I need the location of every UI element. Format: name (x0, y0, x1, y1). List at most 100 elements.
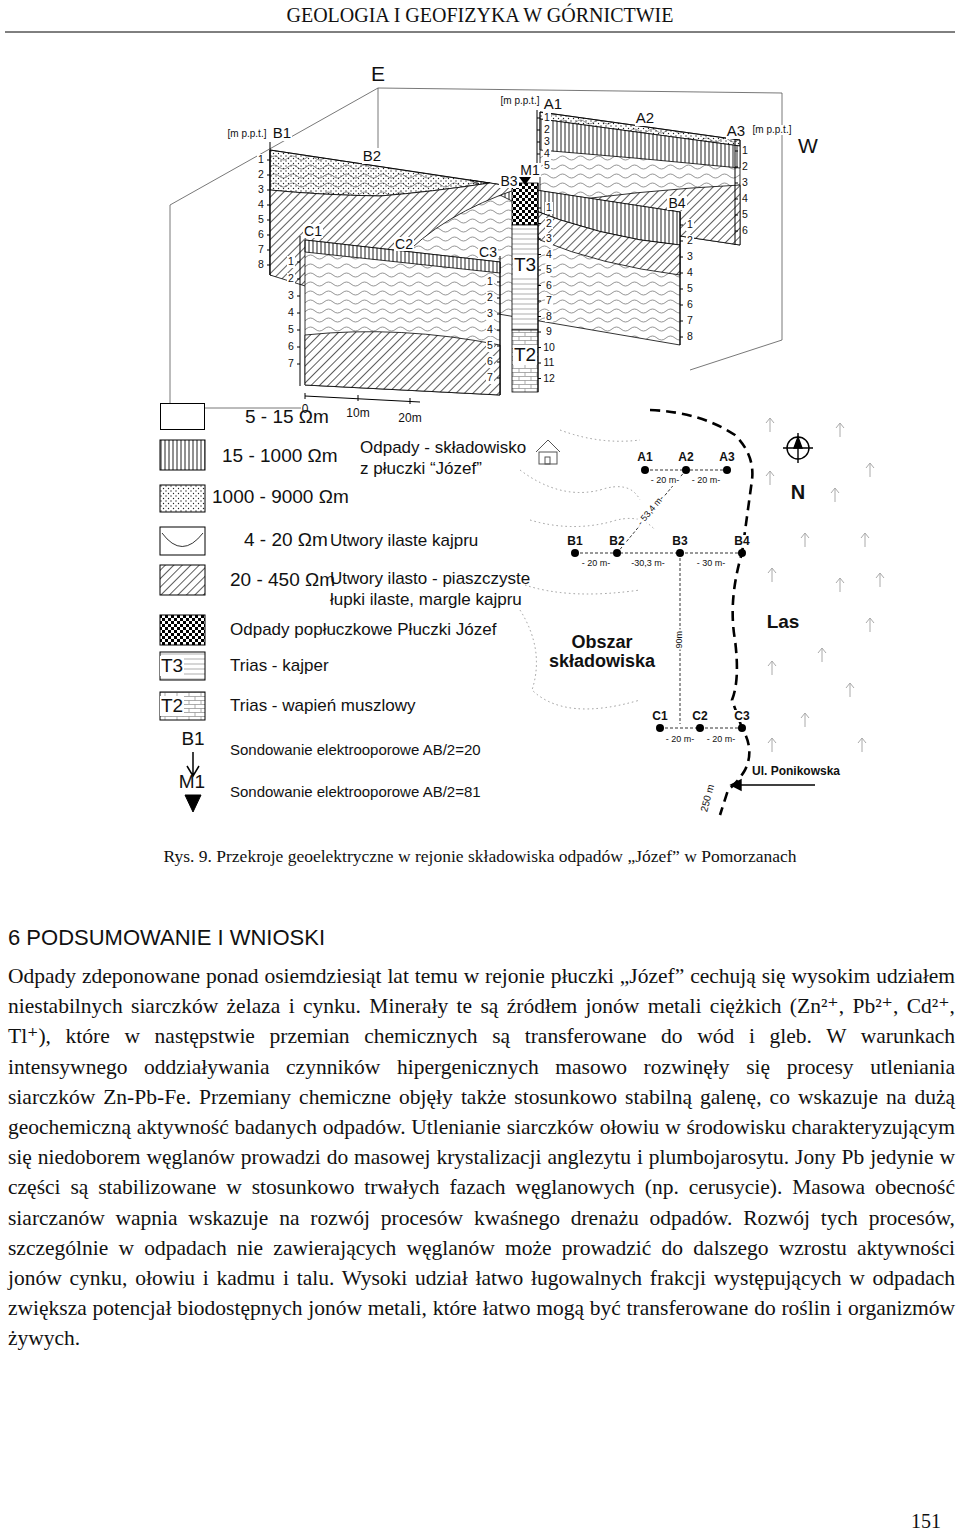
section-label: B1 (272, 125, 292, 141)
depth-number: 6 (287, 341, 295, 352)
section-label: T2 (513, 345, 537, 365)
depth-number: 7 (686, 315, 694, 326)
depth-tick (497, 314, 500, 315)
legend-text: 1000 - 9000 Ωm (212, 486, 349, 508)
section-label: A1 (543, 96, 563, 112)
depth-tick (497, 378, 500, 379)
depth-number: 6 (545, 280, 553, 291)
depth-tick (267, 190, 270, 191)
depth-number: 12 (542, 373, 556, 384)
map-label: A2 (677, 451, 694, 464)
tree-symbol (766, 418, 774, 432)
legend-text: Trias - wapień muszlowy (230, 696, 415, 716)
depth-tick (538, 208, 541, 209)
street-name: Ul. Ponikowska (752, 765, 840, 779)
depth-number: 4 (543, 148, 551, 159)
depth-tick (538, 223, 541, 224)
depth-tick (680, 225, 683, 226)
depth-tick (680, 305, 683, 306)
section-label: [m p.p.t.] (227, 129, 268, 140)
depth-number: 7 (486, 372, 494, 383)
depth-number: 4 (486, 324, 494, 335)
map-label: A1 (636, 451, 653, 464)
map-label: - 53,4 m- (635, 493, 667, 528)
depth-tick (267, 175, 270, 176)
map-label: - 20 m- (581, 559, 612, 568)
legend-description: Utwory ilasto - piaszczyste łupki ilaste… (330, 568, 550, 610)
legend-description: Utwory ilaste kajpru (330, 531, 478, 551)
depth-tick (297, 330, 300, 331)
map-label: - 20 m- (665, 735, 696, 744)
depth-number: 2 (543, 124, 551, 135)
depth-number: 5 (741, 209, 749, 220)
map-label: B3 (671, 535, 688, 548)
depth-axis (735, 138, 736, 245)
depth-number: 3 (257, 184, 265, 195)
tree-symbol (768, 661, 776, 675)
tree-symbol (766, 471, 774, 485)
depth-tick (538, 254, 541, 255)
depth-number: 6 (741, 225, 749, 236)
depth-number: 8 (257, 259, 265, 270)
map-label: C1 (651, 710, 668, 723)
depth-tick (537, 142, 540, 143)
depth-tick (680, 241, 683, 242)
depth-tick (735, 167, 738, 168)
section-label: 20m (397, 412, 422, 425)
depth-tick (267, 160, 270, 161)
depth-tick (538, 332, 541, 333)
legend-text: 5 - 15 Ωm (245, 406, 329, 428)
depth-number: 6 (686, 299, 694, 310)
depth-number: 7 (545, 295, 553, 306)
depth-tick (497, 346, 500, 347)
depth-number: 5 (686, 283, 694, 294)
depth-axis (270, 142, 271, 275)
tree-symbol (801, 533, 809, 547)
legend-text: 15 - 1000 Ωm (222, 445, 338, 467)
section-label: W (797, 135, 819, 157)
depth-tick (680, 257, 683, 258)
depth-number: 3 (287, 290, 295, 301)
section-label: M1 (519, 163, 540, 178)
depth-tick (497, 282, 500, 283)
depth-number: 4 (741, 193, 749, 204)
section-label: A3 (726, 123, 746, 139)
depth-tick (735, 183, 738, 184)
tree-symbol (846, 683, 854, 697)
map-label: C2 (691, 710, 708, 723)
depth-number: 2 (741, 161, 749, 172)
figure-caption: Rys. 9. Przekroje geoelektryczne w rejon… (0, 846, 960, 866)
depth-number: 2 (545, 218, 553, 229)
tree-symbol (801, 713, 809, 727)
depth-number: 1 (741, 145, 749, 156)
depth-tick (297, 347, 300, 348)
tree-symbol (876, 573, 884, 587)
section-label: T3 (513, 255, 537, 275)
depth-tick (680, 321, 683, 322)
map-label: B2 (608, 535, 625, 548)
depth-tick (297, 313, 300, 314)
map-distance: 250 m (699, 782, 717, 813)
map-label: - 30 m- (696, 559, 727, 568)
depth-tick (267, 235, 270, 236)
depth-number: 11 (543, 357, 556, 368)
tree-symbol (818, 648, 826, 662)
tree-symbol (768, 738, 776, 752)
section-label: E (370, 63, 386, 85)
depth-number: 6 (486, 356, 494, 367)
body-text: Odpady zdeponowane ponad osiemdziesiąt l… (8, 961, 955, 1354)
depth-number: 5 (486, 340, 494, 351)
depth-tick (267, 205, 270, 206)
depth-number: 1 (257, 154, 265, 165)
depth-tick (538, 378, 541, 379)
depth-number: 3 (686, 251, 694, 262)
depth-number: 3 (545, 233, 553, 244)
depth-number: 2 (686, 235, 694, 246)
depth-number: 1 (486, 276, 494, 287)
north-label: N (790, 482, 806, 503)
depth-number: 8 (686, 331, 694, 342)
section-label: B3 (499, 174, 518, 189)
map-area-name: Obszar składowiska (539, 633, 666, 671)
depth-number: 1 (543, 112, 551, 123)
